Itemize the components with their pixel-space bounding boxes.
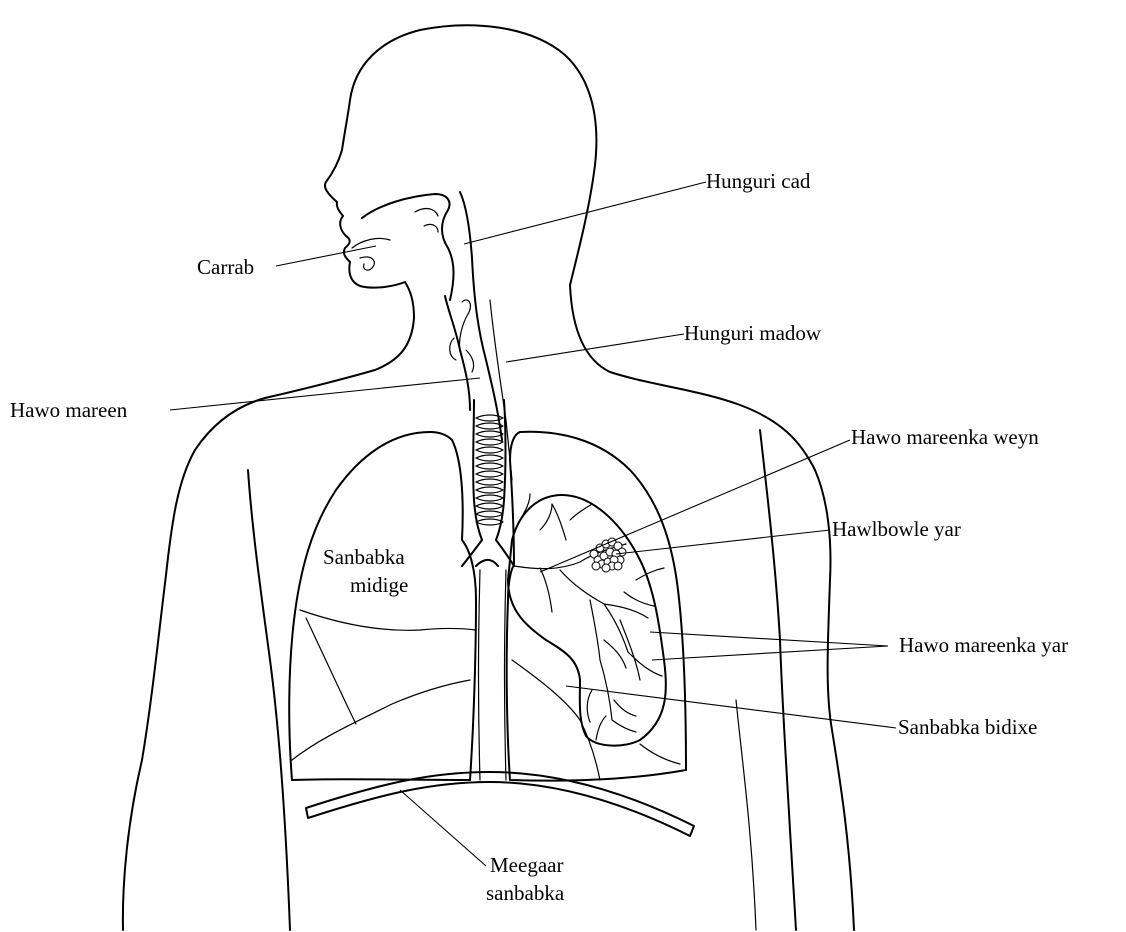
trachea-ring (476, 431, 503, 437)
label-hawo-mareen: Hawo mareen (10, 398, 128, 422)
left-arm-line (760, 430, 796, 930)
left-lung-fissure (512, 660, 600, 780)
leader-sanbabka-bidixe (566, 686, 896, 728)
trachea-ring (476, 463, 503, 469)
trachea-ring (476, 479, 503, 485)
left-lung-lower-line (640, 744, 680, 764)
label-carrab: Carrab (197, 255, 254, 279)
left-torso-line (736, 700, 756, 930)
trachea-ring (476, 511, 503, 517)
epiglottis (459, 300, 470, 352)
label-hawo-mareenka-weyn: Hawo mareenka weyn (851, 425, 1039, 449)
label-hunguri-cad: Hunguri cad (706, 169, 811, 193)
label-hunguri-madow: Hunguri madow (684, 321, 822, 345)
pharynx-front-wall (445, 296, 470, 410)
alveolus (602, 564, 610, 572)
label-sanbabka-midige-line2: midige (350, 573, 408, 597)
trachea-ring (476, 471, 503, 477)
label-sanbabka-midige-line1: Sanbabka (323, 545, 405, 569)
nasal-turbinate-2 (424, 224, 438, 232)
right-arm-line (248, 470, 290, 930)
alveolus (592, 562, 600, 570)
leader-hunguri-madow (506, 334, 684, 362)
label-meegaar-sanbabka-line2: sanbabka (486, 881, 565, 905)
leader-hawlbowle-yar (616, 530, 830, 554)
trachea-ring (476, 495, 503, 501)
diaphragm (306, 772, 694, 836)
larynx-detail (450, 338, 456, 360)
trachea-ring (476, 503, 503, 509)
trachea-ring (476, 439, 503, 445)
leader-hawo-mareenka-weyn (540, 440, 850, 572)
label-sanbabka-bidixe: Sanbabka bidixe (898, 715, 1037, 739)
trachea-ring (476, 455, 503, 461)
trachea-ring (476, 447, 503, 453)
nasal-turbinate-1 (415, 209, 438, 216)
trachea-ring (476, 519, 503, 525)
right-lung (289, 432, 476, 780)
right-lung-fissure-1 (300, 610, 476, 630)
right-lung-fissure-3 (292, 680, 470, 760)
nasal-cavity (362, 194, 454, 300)
label-hawlbowle-yar: Hawlbowle yar (832, 517, 961, 541)
right-lung-fissure-2 (306, 618, 356, 724)
leader-carrab (276, 246, 376, 266)
leader-hawo-mareenka-yar-1 (650, 632, 888, 646)
mediastinum-line (479, 570, 507, 780)
label-meegaar-sanbabka-line1: Meegaar (490, 853, 563, 877)
bronchial-tree (514, 494, 664, 740)
label-hawo-mareenka-yar: Hawo mareenka yar (899, 633, 1068, 657)
left-lung (507, 432, 686, 781)
larynx-detail-2 (466, 350, 474, 372)
trachea-ring (476, 487, 503, 493)
tongue (360, 257, 374, 270)
alveolus (614, 562, 622, 570)
leader-hunguri-cad (464, 182, 706, 244)
body-outline (123, 25, 854, 930)
leader-meegaar-sanbabka (400, 790, 486, 866)
trachea-rings (476, 415, 503, 525)
leader-hawo-mareenka-yar-2 (652, 646, 888, 660)
